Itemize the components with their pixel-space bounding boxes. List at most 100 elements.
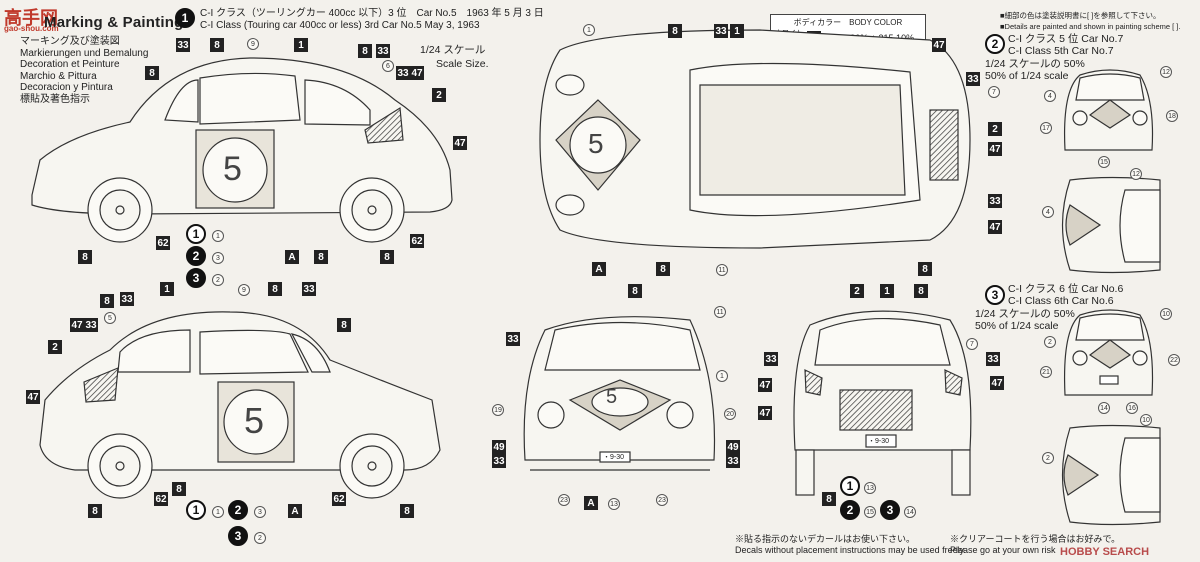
- legend-tag: 15: [864, 506, 876, 518]
- legend-note-en: ■Details are painted and shown in painti…: [1000, 22, 1181, 31]
- callout-2: 2: [48, 340, 62, 354]
- variant2-line-en: C-I Class 5th Car No.7: [1008, 45, 1114, 57]
- variant1-scale-en: Scale Size.: [436, 58, 489, 70]
- legend-variant-3: 3: [228, 526, 248, 546]
- callout-8: 8: [100, 294, 114, 308]
- footer-note-1-jp: ※貼る指示のないデカールはお使い下さい。: [735, 534, 916, 544]
- callout-33: 33: [396, 66, 410, 80]
- callout-A: A: [592, 262, 606, 276]
- callout-33: 33: [376, 44, 390, 58]
- callout-11: 11: [716, 264, 728, 276]
- variant2-scale-jp: 1/24 スケールの 50%: [985, 58, 1085, 70]
- callout-33: 33: [726, 454, 740, 468]
- legend-tag: 2: [212, 274, 224, 286]
- footer-note-2-en: Please go at your own risk: [950, 545, 1056, 555]
- callout-8: 8: [668, 24, 682, 38]
- color-box-header: ボディカラー BODY COLOR: [793, 18, 903, 27]
- callout-33: 33: [966, 72, 980, 86]
- callout-33: 33: [764, 352, 778, 366]
- callout-7: 7: [966, 338, 978, 350]
- callout-1: 1: [583, 24, 595, 36]
- small-front-view-2: [1064, 69, 1154, 151]
- callout-8: 8: [656, 262, 670, 276]
- subtitle-jp: マーキング及び塗装図: [20, 36, 120, 47]
- page-title: Marking & Painting: [44, 14, 184, 31]
- callout-18: 18: [1166, 110, 1178, 122]
- watermark-url: gao-shou.com: [4, 24, 59, 33]
- callout-23: 23: [656, 494, 668, 506]
- callout-47: 47: [988, 220, 1002, 234]
- rear-plate: ・9-30: [868, 438, 890, 445]
- callout-14: 14: [1098, 402, 1110, 414]
- subtitle-cn: 標貼及著色指示: [20, 93, 90, 105]
- variant3-scale-en: 50% of 1/24 scale: [975, 320, 1059, 332]
- callout-62: 62: [332, 492, 346, 506]
- callout-15: 15: [1098, 156, 1110, 168]
- callout-19: 19: [492, 404, 504, 416]
- callout-17: 17: [1040, 122, 1052, 134]
- callout-9: 9: [238, 284, 250, 296]
- callout-1: 1: [294, 38, 308, 52]
- small-top-view-2: [1061, 176, 1161, 274]
- small-top-view-3: [1061, 424, 1161, 526]
- callout-49: 49: [492, 440, 506, 454]
- callout-8: 8: [210, 38, 224, 52]
- callout-47: 47: [70, 318, 84, 332]
- callout-47: 47: [410, 66, 424, 80]
- door-number-topview: 5: [588, 128, 604, 159]
- callout-12: 12: [1160, 66, 1172, 78]
- callout-8: 8: [918, 262, 932, 276]
- callout-23: 23: [558, 494, 570, 506]
- callout-8: 8: [380, 250, 394, 264]
- watermark-search: HOBBY SEARCH: [1060, 546, 1150, 558]
- callout-1: 1: [160, 282, 174, 296]
- callout-62: 62: [410, 234, 424, 248]
- callout-49: 49: [726, 440, 740, 454]
- legend-tag: 14: [904, 506, 916, 518]
- callout-33: 33: [120, 292, 134, 306]
- footer-note-2: ※クリアーコートを行う場合はお好みで。 Please go at your ow…: [950, 534, 1120, 556]
- callout-5: 5: [104, 312, 116, 324]
- variant2-badge: 2: [985, 34, 1005, 54]
- callout-33: 33: [506, 332, 520, 346]
- legend-variant-3: 3: [880, 500, 900, 520]
- legend-tag: 1: [212, 506, 224, 518]
- callout-8: 8: [628, 284, 642, 298]
- callout-47: 47: [26, 390, 40, 404]
- legend-variant-1: 1: [840, 476, 860, 496]
- legend-variant-1: 1: [186, 224, 206, 244]
- callout-21: 21: [1040, 366, 1052, 378]
- variant2-line-jp: C-I クラス 5 位 Car No.7: [1008, 33, 1124, 45]
- top-view: [539, 29, 971, 249]
- callout-1: 1: [716, 370, 728, 382]
- legend-variant-2: 2: [840, 500, 860, 520]
- callout-8: 8: [822, 492, 836, 506]
- callout-2: 2: [850, 284, 864, 298]
- legend-tag: 1: [212, 230, 224, 242]
- variant2-scale-en: 50% of 1/24 scale: [985, 70, 1069, 82]
- legend-variant-1: 1: [186, 500, 206, 520]
- callout-8: 8: [358, 44, 372, 58]
- variant3-badge: 3: [985, 285, 1005, 305]
- callout-8: 8: [314, 250, 328, 264]
- callout-8: 8: [337, 318, 351, 332]
- callout-8: 8: [78, 250, 92, 264]
- callout-9: 9: [247, 38, 259, 50]
- header-subtitles: マーキング及び塗装図 Markierungen und Bemalung Dec…: [20, 36, 148, 105]
- callout-2: 2: [1044, 336, 1056, 348]
- callout-47: 47: [988, 142, 1002, 156]
- legend-notes: ■細部の色は塗装説明書に[ ]を参照して下さい。 ■Details are pa…: [1000, 10, 1180, 32]
- callout-8: 8: [268, 282, 282, 296]
- callout-33: 33: [988, 194, 1002, 208]
- legend-tag: 13: [864, 482, 876, 494]
- front-view: [523, 316, 716, 471]
- variant1-badge: 1: [175, 8, 195, 28]
- front-plate: ・9-30: [603, 454, 625, 461]
- footer-note-1: ※貼る指示のないデカールはお使い下さい。 Decals without plac…: [735, 534, 966, 556]
- callout-22: 22: [1168, 354, 1180, 366]
- side-view-top: [31, 57, 453, 243]
- subtitle-it: Marchio & Pittura: [20, 70, 97, 82]
- variant1-line-jp: C-I クラス（ツーリングカー 400cc 以下）3 位 Car No.5 19…: [200, 8, 544, 19]
- callout-33: 33: [492, 454, 506, 468]
